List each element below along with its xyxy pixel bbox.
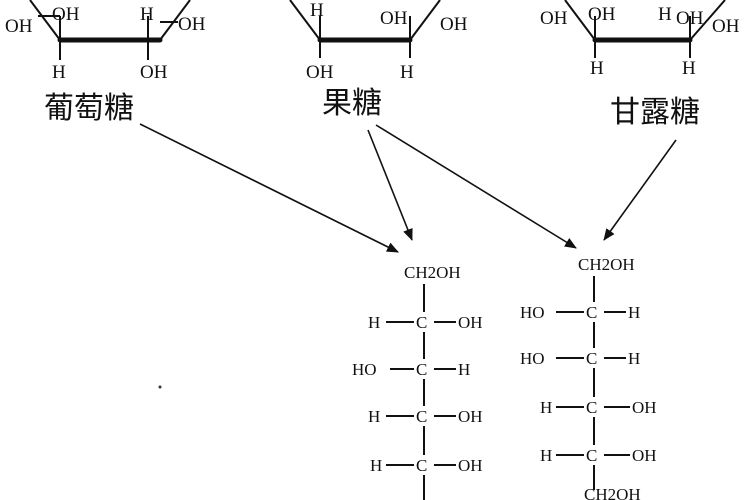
mannose-h-top: H <box>658 4 672 25</box>
fructose-oh-b: OH <box>440 14 468 35</box>
sorbitol-row4-center: C <box>416 456 427 475</box>
sorbitol-structure: CH2OH H C OH HO C H H C OH H C OH <box>352 263 483 500</box>
sorbitol-row2-center: C <box>416 360 427 379</box>
mannitol-row2-center: C <box>586 349 597 368</box>
sorbitol-row3-left: H <box>368 407 380 426</box>
mannitol-row2-right: H <box>628 349 640 368</box>
mannitol-row4-left: H <box>540 446 552 465</box>
sorbitol-row3-right: OH <box>458 407 483 426</box>
mannitol-row1-center: C <box>586 303 597 322</box>
sorbitol-row2-left: HO <box>352 360 377 379</box>
mannose-oh-left: OH <box>540 8 568 29</box>
sorbitol-top-group-text: CH2OH <box>404 263 461 282</box>
sorbitol-row1-right: OH <box>458 313 483 332</box>
glucose-oh-a: OH <box>52 4 80 25</box>
sorbitol-row4-right: OH <box>458 456 483 475</box>
mannose-ring-structure: OH OH H OH OH H H <box>540 0 740 79</box>
mannose-oh-a: OH <box>588 4 616 25</box>
arrow-glucose-to-sorbitol <box>139 123 399 253</box>
glucose-oh-right: OH <box>178 14 206 35</box>
fructose-label: 果糖 <box>322 86 382 121</box>
mannose-h-bottom-a: H <box>590 58 604 79</box>
mannitol-top-group-text: CH2OH <box>578 255 635 274</box>
fructose-oh-bottom: OH <box>306 62 334 83</box>
fructose-h-bottom: H <box>400 62 414 83</box>
mannitol-row3-left: H <box>540 398 552 417</box>
mannitol-bottom-group-text: CH2OH <box>584 485 641 500</box>
arrow-mannose-to-mannitol <box>603 139 677 241</box>
mannitol-bottom-group: CH2OH <box>584 485 641 500</box>
arrow-fructose-to-sorbitol <box>367 129 413 241</box>
sorbitol-row2-right: H <box>458 360 470 379</box>
glucose-oh-b: OH <box>5 16 33 37</box>
mannitol-row3-center: C <box>586 398 597 417</box>
mannitol-row1-right: H <box>628 303 640 322</box>
glucose-ring-structure: OH OH H OH H OH <box>5 0 206 83</box>
mannitol-row2-left: HO <box>520 349 545 368</box>
glucose-oh-bottom: OH <box>140 62 168 83</box>
scan-dot <box>158 385 162 389</box>
mannose-h-bottom-b: H <box>682 58 696 79</box>
mannitol-top-group: CH2OH <box>578 255 635 274</box>
sorbitol-row3-center: C <box>416 407 427 426</box>
sorbitol-row1-left: H <box>368 313 380 332</box>
mannose-oh-b: OH <box>676 8 704 29</box>
sorbitol-row1-center: C <box>416 313 427 332</box>
glucose-h-top: H <box>140 4 154 25</box>
mannose-label: 甘露糖 <box>610 95 700 130</box>
arrow-fructose-to-mannitol <box>375 124 577 249</box>
glucose-h-bottom: H <box>52 62 66 83</box>
sorbitol-row4-left: H <box>370 456 382 475</box>
mannitol-structure: CH2OH HO C H HO C H H C OH H C OH CH2OH <box>520 255 657 500</box>
mannitol-row4-right: OH <box>632 446 657 465</box>
mannitol-row4-center: C <box>586 446 597 465</box>
sorbitol-top-group: CH2OH <box>404 263 461 282</box>
mannitol-row1-left: HO <box>520 303 545 322</box>
mannitol-row3-right: OH <box>632 398 657 417</box>
fructose-oh-a: OH <box>380 8 408 29</box>
fructose-ring-structure: H OH OH OH H <box>289 0 468 83</box>
glucose-label: 葡萄糖 <box>44 91 134 126</box>
mannose-oh-right: OH <box>712 16 740 37</box>
fructose-h-left: H <box>310 0 324 21</box>
